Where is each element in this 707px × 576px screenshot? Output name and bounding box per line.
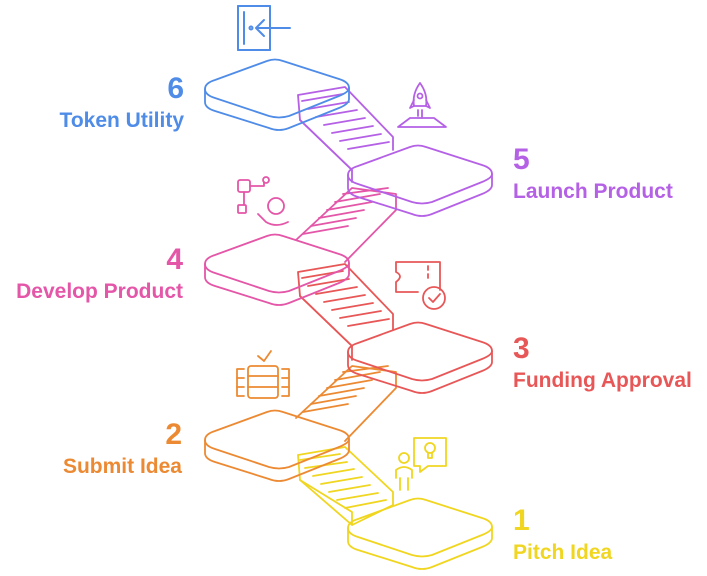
step-2-title: Submit Idea — [62, 455, 182, 478]
platform-6 — [204, 58, 350, 131]
stair-5-6 — [297, 86, 394, 183]
step-6-title: Token Utility — [59, 109, 184, 132]
step-1-number: 1 — [513, 504, 530, 537]
step-4-label: 4 Develop Product — [16, 243, 183, 303]
person-flowchart-icon — [237, 176, 289, 226]
step-3-number: 3 — [513, 332, 530, 365]
rocket-launch-icon — [397, 82, 447, 128]
step-6-number: 6 — [167, 72, 184, 105]
stair-4-5 — [295, 187, 397, 263]
step-5-label: 5 Launch Product — [513, 143, 673, 203]
step-5-title: Launch Product — [513, 180, 673, 203]
platform-1 — [347, 497, 493, 570]
platform-2 — [204, 409, 350, 482]
step-1-title: Pitch Idea — [513, 541, 613, 564]
ticket-check-icon — [395, 261, 446, 310]
step-2-number: 2 — [165, 418, 182, 451]
step-4-title: Develop Product — [16, 280, 183, 303]
person-lightbulb-icon — [395, 437, 447, 491]
stair-1-2 — [297, 446, 394, 526]
step-4-number: 4 — [166, 243, 183, 276]
door-enter-icon — [237, 5, 291, 51]
step-2-label: 2 Submit Idea — [62, 418, 182, 478]
stair-2-3 — [295, 365, 397, 442]
step-3-label: 3 Funding Approval — [513, 332, 692, 392]
step-3-title: Funding Approval — [513, 369, 692, 392]
step-6-label: 6 Token Utility — [59, 72, 184, 132]
stair-3-4 — [297, 263, 394, 361]
document-stack-icon — [236, 350, 290, 399]
platform-3 — [347, 321, 493, 394]
platform-5 — [347, 144, 493, 217]
step-5-number: 5 — [513, 143, 530, 176]
platform-4 — [204, 233, 350, 306]
step-1-label: 1 Pitch Idea — [513, 504, 613, 564]
